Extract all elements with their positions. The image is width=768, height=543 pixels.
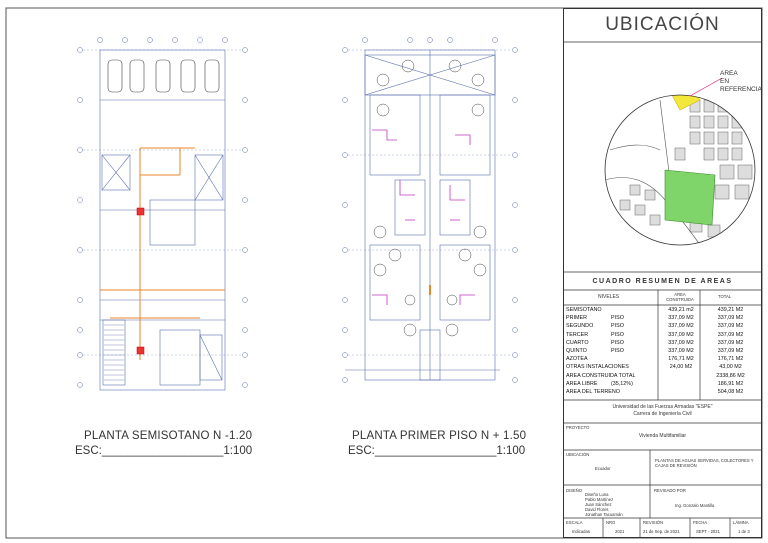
plan-primer-piso [345, 49, 500, 381]
area-cell-n: QUINTO [566, 348, 587, 354]
area-cell-a: 176,71 M2 [668, 356, 694, 363]
plan-1-title: PLANTA SEMISOTANO N -1.20 [84, 430, 253, 442]
area-cell-n: AREA LIBRE [566, 380, 598, 387]
area-cell-a: 337,09 M2 [668, 339, 694, 346]
area-cell-t: 2338,86 M2 [716, 372, 745, 379]
col-area: AREA CONSTRUIDA [666, 292, 694, 302]
footer-sheet-value: 1 de 3 [738, 529, 750, 534]
area-table-title: CUADRO RESUMEN DE AREAS [592, 278, 733, 285]
sewage-lines [100, 147, 225, 360]
area-cell-a: 439,21 m2 [668, 307, 694, 313]
footer-nro-value: 2021 [615, 529, 625, 534]
plan-1-scale: ESC:___________________1:100 [75, 445, 253, 457]
designers-list: Diseño Luna Pablo Martínez Juan Sánchez … [585, 492, 623, 517]
area-cell-p: PISO [611, 315, 624, 322]
location-label: UBICACIÓN [566, 452, 590, 457]
area-table-row: SEMISOTANO 439,21 m2 439,21 M2 [566, 307, 760, 314]
area-cell-p: PISO [611, 339, 624, 346]
area-table-row: SEGUNDO PISO 337,09 M2 337,09 M2 [566, 323, 760, 330]
area-cell-n: AREA DEL TERRENO [566, 389, 620, 395]
footer-sheet-label: LÁMINA [733, 520, 749, 525]
title-block [563, 8, 762, 538]
design-label: DISEÑO [566, 488, 583, 493]
area-cell-t: 337,09 M2 [717, 323, 744, 330]
sheet-content: PLANTAS DE AGUAS SERVIDAS, COLECTORES Y … [655, 458, 754, 468]
col-total: TOTAL [718, 294, 732, 299]
area-table-row: OTRAS INSTALACIONES 24,00 M2 43,00 M2 [566, 364, 760, 371]
inspection-box [136, 346, 145, 355]
col-levels: NIVELES [598, 294, 620, 300]
area-cell-p: PISO [611, 348, 624, 354]
area-cell-n: OTRAS INSTALACIONES [566, 364, 629, 371]
area-cell-n: CUARTO [566, 339, 589, 346]
area-cell-t: 337,09 M2 [717, 348, 744, 354]
area-cell-n: PRIMER [566, 315, 587, 322]
footer-date-value: SEPT - 2021 [696, 529, 720, 534]
title-block-frame [563, 41, 762, 538]
career: Carrera de Ingeniería Civil [633, 411, 692, 417]
area-table-row: AREA CONSTRUIDA TOTAL 2338,86 M2 [566, 373, 760, 380]
area-cell-n: SEMISOTANO [566, 307, 602, 313]
area-cell-t: 337,09 M2 [717, 339, 744, 346]
area-table-row: AREA DEL TERRENO 504,08 M2 [566, 389, 760, 396]
area-table-row: AZOTEA 176,71 M2 176,71 M2 [566, 356, 760, 363]
area-cell-a: 24,00 M2 [669, 364, 693, 371]
area-reference-label: AREA EN REFERENCIA [720, 70, 762, 93]
area-cell-p: (35,12%) [611, 380, 633, 387]
area-table-row: QUINTO PISO 337,09 M2 337,09 M2 [566, 348, 760, 355]
area-table-row: TERCER PISO 337,09 M2 337,09 M2 [566, 332, 760, 339]
furniture [373, 59, 487, 337]
plan-2-scale: ESC:___________________1:100 [348, 445, 526, 457]
stairs-semisotano [104, 324, 124, 381]
area-cell-a: 337,09 M2 [668, 331, 694, 338]
area-cell-n: TERCER [566, 331, 589, 338]
area-table-row: CUARTO PISO 337,09 M2 337,09 M2 [566, 340, 760, 347]
footer-scale-value: Indicadas [572, 529, 590, 534]
area-cell-t: 337,09 M2 [717, 315, 744, 322]
reviewer: Ing. Gonzalo Mantilla [675, 503, 715, 508]
area-table-row: PRIMER PISO 337,09 M2 337,09 M2 [566, 315, 760, 322]
location-value: Ecuador [595, 466, 611, 471]
inspection-box [136, 207, 145, 216]
area-cell-p: PISO [611, 331, 624, 338]
axis-markers [77, 37, 518, 388]
plumbing-lines [372, 129, 475, 305]
review-label: REVISADO POR [654, 488, 686, 493]
footer-date-label: FECHA [693, 520, 708, 525]
university: Universidad de las Fuerzas Armadas "ESPE… [612, 404, 713, 410]
project-name: Vivienda Multifamiliar [638, 433, 687, 439]
footer-revision-value: 21 de Sep. de 2021 [643, 529, 680, 534]
area-cell-p: PISO [611, 323, 624, 330]
footer-revision-label: REVISIÓN [643, 520, 664, 525]
footer-nro-label: NRO [606, 520, 616, 525]
footer-scale-label: ESCALA [566, 520, 583, 525]
location-heading: UBICACIÓN [605, 14, 720, 35]
plan-semisotano [99, 49, 226, 391]
area-cell-t: 337,09 M2 [717, 331, 744, 338]
area-cell-t: 43,00 M2 [719, 364, 742, 371]
area-cell-t: 504,08 M2 [717, 389, 744, 395]
area-cell-n: AREA CONSTRUIDA TOTAL [566, 372, 636, 379]
area-cell-t: 176,71 M2 [717, 356, 744, 363]
plan-2-title: PLANTA PRIMER PISO N + 1.50 [352, 430, 527, 442]
area-cell-n: AZOTEA [566, 356, 588, 363]
area-cell-a: 337,09 M2 [668, 323, 694, 330]
parking-cars [107, 59, 220, 93]
project-label: PROYECTO [566, 425, 590, 430]
area-cell-t: 439,21 M2 [717, 307, 744, 313]
area-cell-t: 186,91 M2 [717, 380, 744, 387]
area-cell-a: 337,09 M2 [668, 315, 694, 322]
area-table-row: AREA LIBRE (35,12%) 186,91 M2 [566, 381, 760, 388]
area-cell-a: 337,09 M2 [668, 348, 694, 354]
area-cell-n: SEGUNDO [566, 323, 594, 330]
